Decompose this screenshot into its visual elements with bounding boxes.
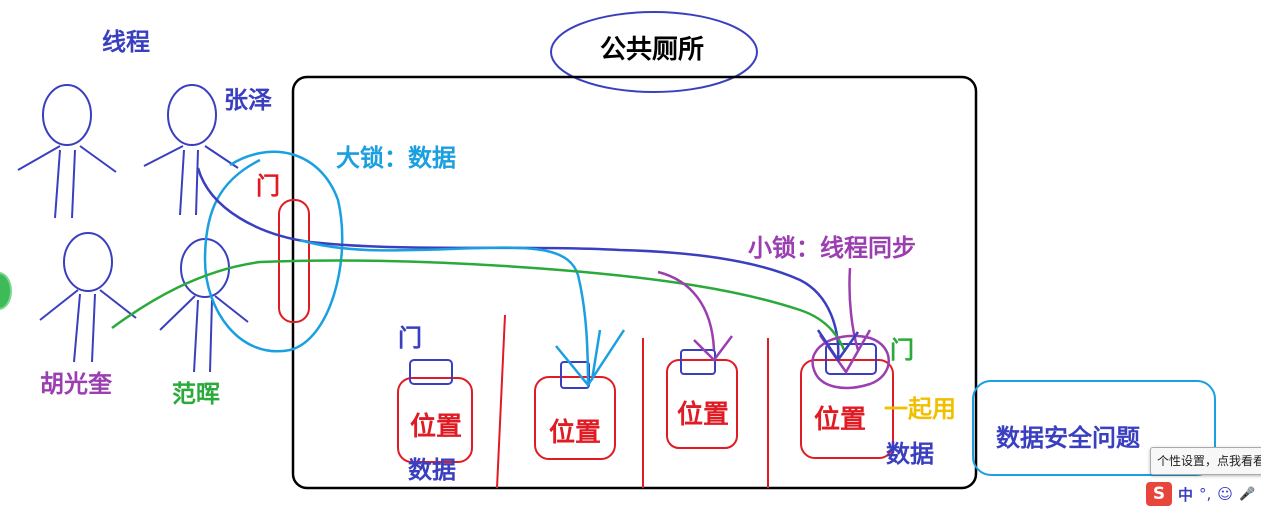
slot-box-1	[397, 377, 473, 463]
thread-path-cyan	[299, 238, 590, 386]
title-ellipse	[550, 11, 758, 93]
ime-tooltip: 个性设置，点我看看	[1150, 447, 1261, 475]
toilet-building	[291, 75, 978, 490]
small-lock-3	[680, 349, 716, 375]
threads-label: 线程	[102, 28, 150, 56]
data-label-2: 数据	[886, 440, 934, 468]
ime-mic-icon[interactable]: 🎤	[1238, 486, 1256, 502]
small-lock-4	[825, 343, 877, 375]
arrow-head-blue	[816, 329, 860, 363]
ime-toolbar[interactable]: S 中 °, ☺ 🎤	[1146, 480, 1261, 508]
ime-emoji-icon[interactable]: ☺	[1217, 485, 1233, 503]
ime-punct-toggle[interactable]: °,	[1199, 485, 1212, 503]
thread-path-fanhui	[111, 259, 847, 353]
small-lock-1	[409, 359, 453, 385]
arrow-head-cyan	[555, 329, 626, 388]
slot-label-4: 位置	[814, 405, 867, 435]
safety-box	[972, 380, 1216, 476]
big-lock-circle	[203, 150, 344, 353]
ime-mode-toggle[interactable]: 中	[1178, 485, 1194, 504]
share-label: 一起用	[884, 395, 956, 423]
slot-box-3	[666, 359, 738, 449]
diagram-title: 公共厕所	[600, 35, 705, 65]
door-label-right: 门	[890, 336, 914, 364]
slot-label-2: 位置	[549, 418, 602, 448]
thread-figure-huguangkui	[39, 232, 137, 363]
slot-label-1: 位置	[410, 412, 463, 442]
slot-label-3: 位置	[677, 400, 730, 430]
small-lock-label: 小锁：线程同步	[748, 234, 916, 262]
data-label-1: 数据	[408, 456, 456, 484]
thread-path-zhangze	[196, 167, 840, 361]
slot-box-2	[534, 376, 616, 460]
small-lock-2	[560, 361, 590, 389]
thread-figure-zhangze	[143, 84, 239, 216]
person-zhangze: 张泽	[224, 86, 272, 114]
slot-box-4	[800, 359, 894, 459]
thread-figure-1	[17, 84, 117, 219]
person-fanhui: 范晖	[172, 380, 220, 408]
big-lock-label: 大锁：数据	[336, 144, 456, 172]
ime-logo-icon[interactable]: S	[1146, 482, 1172, 506]
safety-label: 数据安全问题	[996, 424, 1140, 452]
door-label-stall: 门	[398, 324, 422, 352]
lock-scribble	[811, 267, 890, 390]
thread-path-purple	[657, 270, 733, 362]
door-label-main: 门	[256, 172, 280, 200]
stall-divider-1	[496, 314, 506, 489]
person-huguangkui: 胡光奎	[40, 370, 112, 398]
